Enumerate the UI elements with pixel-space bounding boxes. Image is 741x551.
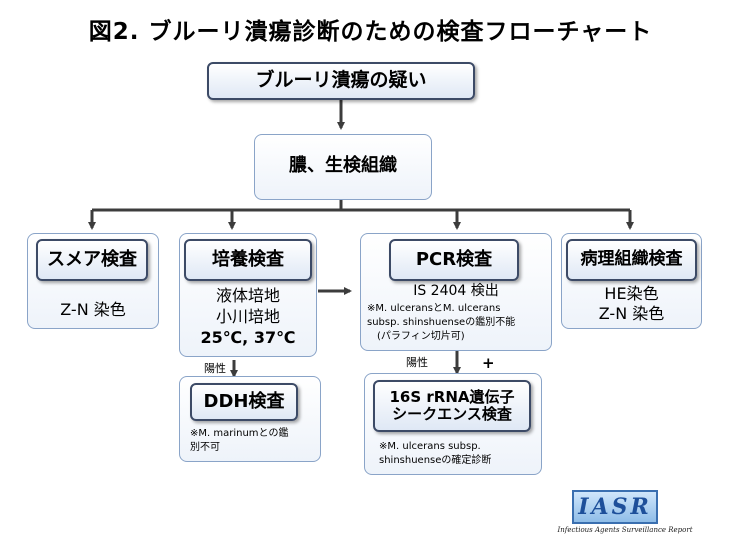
culture-test-label: 培養検査 (212, 248, 284, 270)
sequencing-label-line2: シークエンス検査 (392, 405, 512, 423)
pathology-test-box: 病理組織検査 (566, 239, 697, 281)
culture-detail-liquid: 液体培地 (215, 286, 280, 305)
pathology-test-label: 病理組織検査 (580, 249, 683, 270)
node-specimen: 膿、生検組織 (254, 134, 432, 200)
node-bu-suspected: ブルーリ潰瘍の疑い (207, 62, 475, 100)
pcr-test-box: PCR検査 (389, 239, 519, 281)
pathology-detail-he: HE染色 (604, 284, 659, 303)
iasr-logo-subtitle: Infectious Agents Surveillance Report (557, 526, 693, 534)
node-bu-suspected-label: ブルーリ潰瘍の疑い (255, 69, 427, 92)
positive-label-culture: 陽性 (204, 362, 226, 375)
plus-sign: + (482, 354, 495, 372)
pcr-note-line2: subsp. shinshuenseの鑑別不能 (367, 317, 516, 328)
smear-test-label: スメア検査 (47, 248, 137, 270)
pcr-test-label: PCR検査 (415, 248, 493, 270)
pathology-detail-zn: Z-N 染色 (598, 304, 665, 323)
positive-label-pcr: 陽性 (406, 356, 428, 369)
ddh-test-label: DDH検査 (203, 390, 285, 412)
node-pcr: PCR検査 IS 2404 検出 ※M. ulceransとM. ulceran… (360, 233, 552, 351)
culture-detail-temp: 25℃, 37℃ (200, 328, 296, 347)
node-16s-sequencing: 16S rRNA遺伝子 シークエンス検査 ※M. ulcerans subsp.… (364, 373, 542, 475)
ddh-note-line1: ※M. marinumとの鑑 (190, 428, 289, 439)
page-title: 図2. ブルーリ潰瘍診断のための検査フローチャート (88, 19, 653, 45)
pcr-note-line3: (パラフィン切片可) (377, 331, 465, 342)
node-ddh: DDH検査 ※M. marinumとの鑑 別不可 (179, 376, 321, 462)
sequencing-note-line2: shinshuenseの確定診断 (379, 455, 492, 466)
node-specimen-label: 膿、生検組織 (289, 155, 397, 176)
pcr-note-line1: ※M. ulceransとM. ulcerans (367, 303, 501, 314)
pcr-detail: IS 2404 検出 (413, 283, 499, 299)
smear-test-box: スメア検査 (36, 239, 148, 281)
ddh-test-box: DDH検査 (190, 383, 298, 421)
node-pathology: 病理組織検査 HE染色 Z-N 染色 (561, 233, 702, 329)
node-smear: スメア検査 Z-N 染色 (27, 233, 159, 329)
culture-test-box: 培養検査 (184, 239, 312, 281)
ddh-note-line2: 別不可 (190, 442, 220, 453)
iasr-logo: IASR (572, 490, 658, 524)
sequencing-note-line1: ※M. ulcerans subsp. (379, 441, 481, 452)
sequencing-test-box: 16S rRNA遺伝子 シークエンス検査 (373, 380, 531, 432)
culture-detail-ogawa: 小川培地 (215, 307, 280, 326)
node-culture: 培養検査 液体培地 小川培地 25℃, 37℃ (179, 233, 317, 357)
smear-test-detail: Z-N 染色 (60, 300, 126, 319)
sequencing-label-line1: 16S rRNA遺伝子 (389, 387, 515, 406)
